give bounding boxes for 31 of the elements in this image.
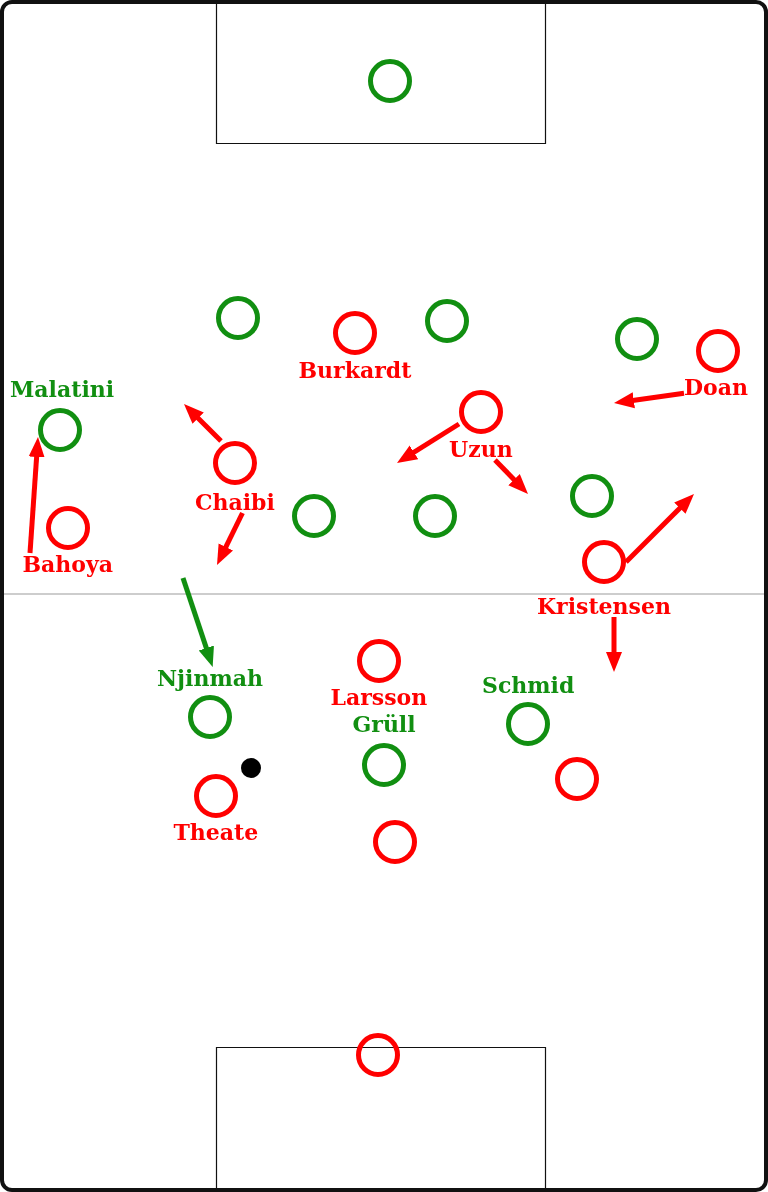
player-name: Burkardt — [298, 359, 412, 381]
ring-icon — [570, 474, 614, 518]
arrow — [624, 494, 694, 564]
ring-icon — [373, 820, 417, 864]
player-name: Larsson — [330, 686, 428, 708]
player-name: Kristensen — [537, 595, 671, 617]
arrow — [606, 617, 622, 672]
ring-icon — [425, 299, 469, 343]
arrow — [397, 421, 461, 463]
arrow — [217, 511, 245, 565]
player-name: Chaibi — [195, 491, 275, 513]
player-name: Theate — [173, 821, 259, 843]
player-name: Schmid — [482, 674, 575, 696]
player-name: Doan — [684, 376, 748, 398]
player-name: Grüll — [352, 713, 416, 735]
ring-icon — [615, 317, 659, 361]
player-name: Uzun — [449, 438, 513, 460]
ring-icon — [555, 757, 599, 801]
arrow — [180, 577, 214, 667]
player-name: Malatini — [10, 378, 115, 400]
player-name: Bahoya — [22, 553, 114, 575]
ring-icon — [368, 59, 412, 103]
ring-icon — [216, 296, 260, 340]
arrow — [614, 390, 685, 409]
ring-icon — [413, 494, 457, 538]
arrow — [27, 437, 45, 554]
arrow — [493, 458, 528, 494]
ring-icon — [356, 1033, 400, 1077]
ring-icon — [292, 494, 336, 538]
arrow — [184, 404, 223, 443]
player-name: Njinmah — [157, 667, 263, 689]
